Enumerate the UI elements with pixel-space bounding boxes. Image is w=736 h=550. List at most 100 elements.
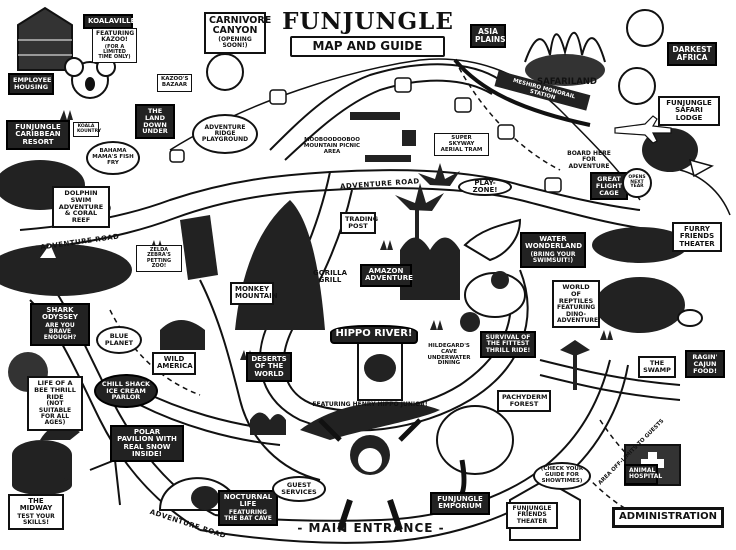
koala-kountry-sign[interactable]: KOALA KOUNTRY [73, 122, 101, 138]
water-wonderland-sign[interactable]: WATER WONDERLAND (BRING YOUR SWIMSUIT!) [520, 232, 586, 269]
elephant-icon [436, 405, 514, 503]
monorail-station-shape [494, 70, 591, 111]
rhino-icon [618, 67, 656, 105]
bahama-mamas-sign[interactable]: BAHAMA MAMA'S FISH FRY [86, 141, 140, 175]
carnivore-canyon-label: CARNIVORE CANYON [209, 15, 272, 36]
monkey-mountain-sign[interactable]: MONKEY MOUNTAIN [230, 282, 278, 305]
map-title: FUNJUNGLE [282, 8, 454, 35]
check-guide-note: (CHECK YOUR GUIDE FOR SHOWTIMES) [533, 462, 591, 490]
featuring-henry-label[interactable]: FEATURING HENRY HIPPO JUNIOR! [312, 401, 428, 408]
midway-note: TEST YOUR SKILLS! [17, 512, 55, 526]
swamp-tree-icon [560, 340, 590, 390]
palm-tree-icon [395, 163, 460, 245]
safari-lodge-sign[interactable]: FUNJUNGLE SAFARI LODGE [658, 96, 720, 127]
bee-label: LIFE OF A BEE THRILL RIDE [34, 379, 76, 401]
kazoo-note: (FOR A LIMITED TIME ONLY) [98, 43, 131, 61]
safariland-dome-icon [524, 31, 606, 86]
asia-plains-sign[interactable]: ASIA PLAINS [470, 24, 506, 48]
survival-fittest-sign[interactable]: SURVIVAL OF THE FITTEST THRILL RIDE! [480, 331, 536, 358]
monorail-track [453, 58, 591, 127]
carnivore-canyon-sign[interactable]: CARNIVORE CANYON (OPENING SOON!) [204, 12, 271, 54]
board-here-label[interactable]: BOARD HERE FOR ADVENTURE [567, 150, 611, 170]
great-flight-cage-sign[interactable]: GREAT FLIGHT CAGE [590, 172, 628, 201]
camel-icon [250, 412, 286, 435]
world-of-reptiles-sign[interactable]: WORLD OF REPTILES FEATURING DINO-ADVENTU… [552, 280, 600, 329]
opens-next-year-badge[interactable]: OPENS NEXT YEAR [622, 168, 652, 198]
darkest-africa-sign[interactable]: DARKEST AFRICA [667, 42, 717, 66]
safariland-label[interactable]: SAFARILAND [537, 77, 597, 87]
moose-icon [160, 320, 205, 350]
trading-post-sign[interactable]: TRADING POST [340, 212, 378, 234]
flight-cage-mesh [679, 169, 731, 216]
guest-services-sign[interactable]: GUEST SERVICES [272, 476, 326, 502]
hippo-river-sign[interactable]: HIPPO RIVER! [330, 325, 418, 344]
wild-america-sign[interactable]: WILD AMERICA [152, 352, 196, 375]
water-slide-icon [463, 218, 522, 262]
amazon-adventure-sign[interactable]: AMAZON ADVENTURE [360, 264, 413, 287]
shark-odyssey-sign[interactable]: SHARK ODYSSEY ARE YOU BRAVE ENOUGH? [30, 303, 90, 346]
animal-hospital-sign[interactable]: ANIMAL HOSPITAL [624, 464, 662, 485]
kazoos-bazaar-sign[interactable]: KAZOO'S BAZAAR [157, 74, 192, 92]
picnic-area-label[interactable]: MOOBOODOOBOO MOUNTAIN PICNIC AREA [303, 137, 361, 155]
monkey-mountain-shape [235, 200, 325, 330]
dino-egg-icon [460, 271, 526, 332]
tram-cars [169, 77, 562, 193]
shark-tank [0, 244, 132, 296]
amazon-bush-icon [400, 237, 460, 300]
dolphin-swim-sign[interactable]: DOLPHIN SWIM ADVENTURE & CORAL REEF [52, 186, 110, 229]
employee-housing-sign[interactable]: EMPLOYEE HOUSING [8, 73, 54, 95]
gorilla-grill-label[interactable]: GORILLA GRILL [312, 269, 348, 285]
midway-label: THE MIDWAY [19, 497, 53, 513]
kazoo-label: FEATURING KAZOO! [96, 30, 135, 44]
nocturnal-label: NOCTURNAL LIFE [223, 493, 273, 509]
nocturnal-life-sign[interactable]: NOCTURNAL LIFE FEATURING THE BAT CAVE [218, 490, 278, 527]
hildegards-cave-label[interactable]: HILDEGARD'S CAVE UNDERWATER DINING [427, 343, 471, 367]
land-down-under-sign[interactable]: THE LAND DOWN UNDER [135, 104, 175, 140]
shark-odyssey-label: SHARK ODYSSEY [42, 306, 78, 322]
shark-note: ARE YOU BRAVE ENOUGH? [43, 321, 77, 342]
the-midway-sign[interactable]: THE MIDWAY TEST YOUR SKILLS! [8, 494, 64, 531]
airplane-icon [614, 115, 672, 144]
caribbean-resort-sign[interactable]: FUNJUNGLE CARIBBEAN RESORT [6, 120, 70, 151]
map-subtitle: MAP AND GUIDE [290, 36, 445, 57]
the-swamp-sign[interactable]: THE SWAMP [638, 356, 676, 378]
adventure-ridge-sign[interactable]: ADVENTURE RIDGE PLAYGROUND [192, 114, 258, 154]
nocturnal-note: FEATURING THE BAT CAVE [224, 508, 272, 522]
giraffe-icon [626, 9, 664, 47]
picnic-table-icon [350, 112, 400, 120]
pachyderm-forest-sign[interactable]: PACHYDERM FOREST [497, 390, 551, 412]
polar-pavilion-sign[interactable]: POLAR PAVILION WITH REAL SNOW INSIDE! [110, 425, 184, 463]
furry-friends-theater-sign[interactable]: FURRY FRIENDS THEATER [672, 222, 722, 253]
life-of-a-bee-sign[interactable]: LIFE OF A BEE THRILL RIDE (NOT SUITABLE … [27, 376, 83, 431]
shark-fin-icon [40, 244, 56, 258]
main-entrance-label[interactable]: - MAIN ENTRANCE - [297, 521, 445, 535]
hoop-icon [89, 458, 121, 506]
chill-shack-sign[interactable]: CHILL SHACK ICE CREAM PARLOR [94, 374, 158, 408]
lion-icon [206, 53, 244, 91]
wonderland-pool [592, 227, 688, 263]
zebra-icon [180, 215, 218, 280]
hippo-river-water [300, 401, 440, 440]
ragin-cajun-sign[interactable]: RAGIN' CAJUN FOOD! [685, 350, 725, 379]
monkey-mascot-icon [318, 418, 422, 531]
hippo-icon [357, 339, 403, 401]
aerial-tram-sign[interactable]: SUPER SKYWAY AERIAL TRAM [434, 133, 489, 157]
friends-theater-sign[interactable]: FUNJUNGLE FRIENDS THEATER [506, 502, 558, 529]
turtle-dome-icon [595, 277, 703, 333]
reptiles-note: FEATURING DINO-ADVENTURE [557, 304, 599, 325]
deserts-world-sign[interactable]: DESERTS OF THE WORLD [246, 352, 292, 383]
barn-icon [17, 6, 73, 71]
koala-icon [64, 57, 116, 99]
bee-note: (NOT SUITABLE FOR ALL AGES) [38, 400, 72, 427]
kazoo-sign[interactable]: FEATURING KAZOO! (FOR A LIMITED TIME ONL… [92, 28, 137, 64]
administration-sign[interactable]: ADMINISTRATION [612, 507, 724, 528]
water-wonderland-label: WATER WONDERLAND [525, 235, 583, 251]
play-zone-sign[interactable]: PLAY-ZONE! [458, 178, 512, 196]
zelda-zebras-sign[interactable]: ZELDA ZEBRA'S PETTING ZOO! [136, 245, 182, 272]
reptiles-label: WORLD OF REPTILES [558, 283, 594, 305]
funjungle-emporium-sign[interactable]: FUNJUNGLE EMPORIUM [430, 492, 490, 515]
carnivore-note: (OPENING SOON!) [218, 35, 252, 50]
blue-planet-sign[interactable]: BLUE PLANET [96, 326, 142, 354]
water-note: (BRING YOUR SWIMSUIT!) [530, 250, 576, 264]
